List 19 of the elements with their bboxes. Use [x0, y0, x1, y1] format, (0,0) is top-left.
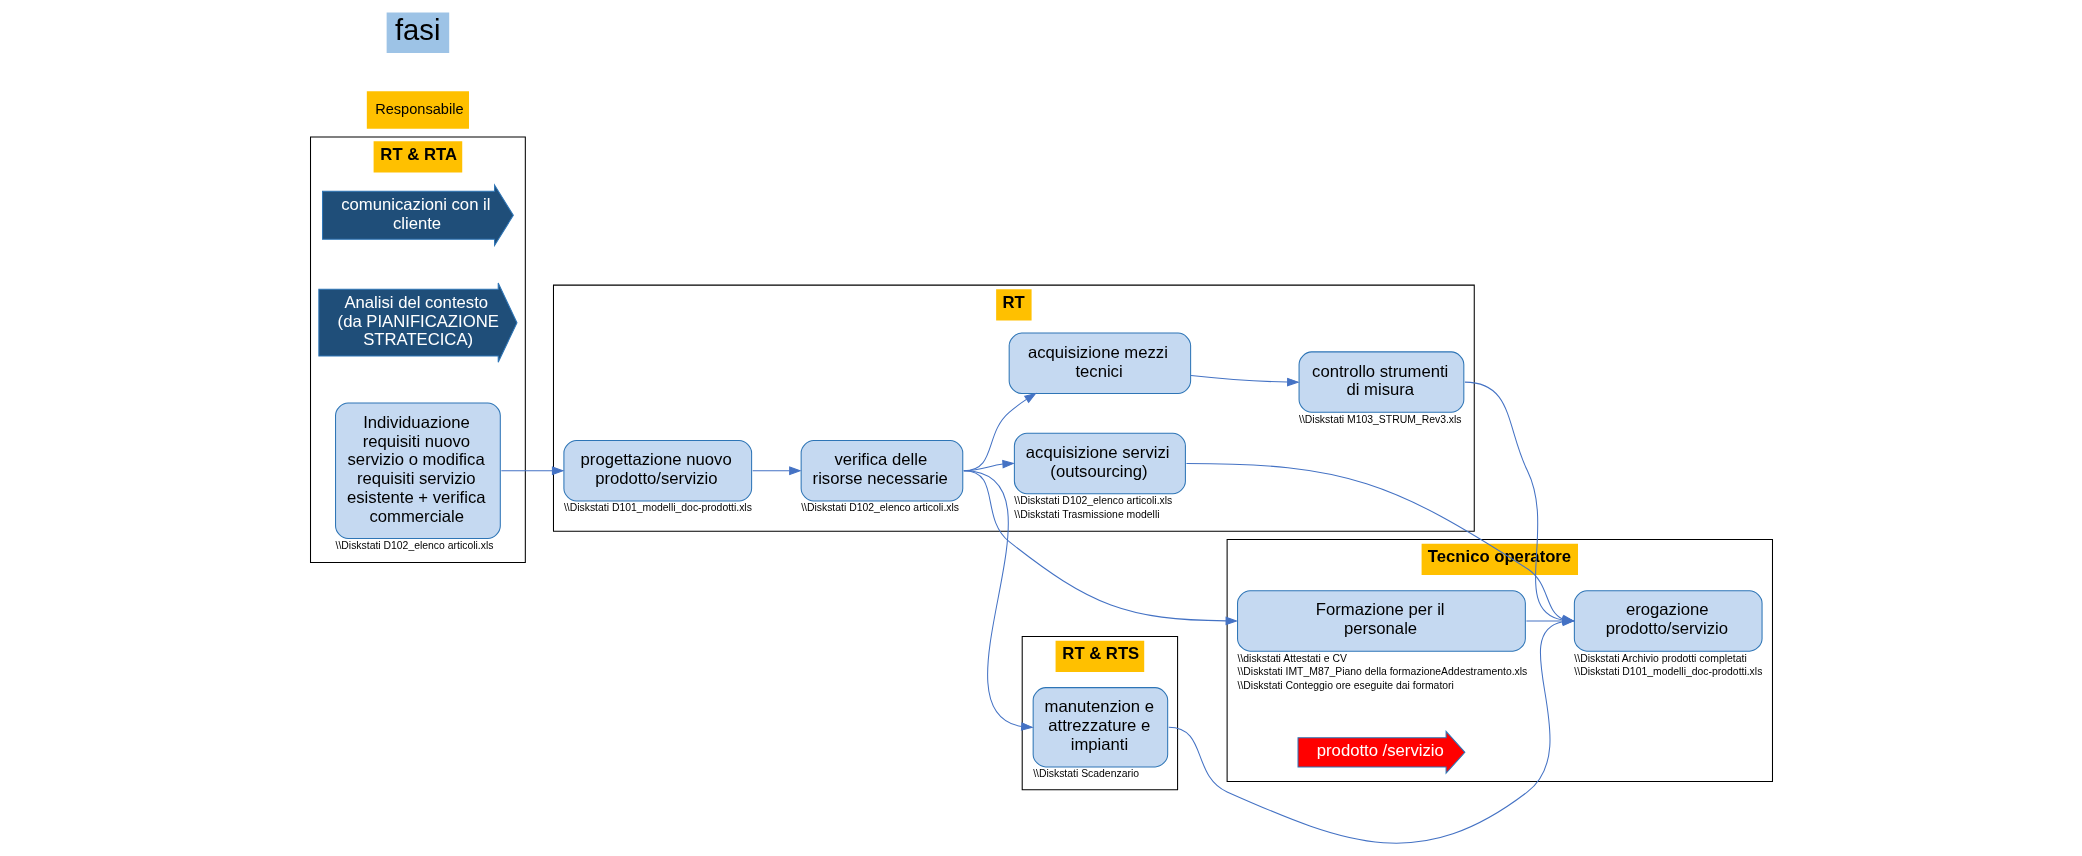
arrow	[751, 466, 802, 476]
node-label: \\Diskstati D102_elenco articoli.xls	[800, 502, 959, 514]
node-label: \\Diskstati Trasmissione modelli	[1013, 508, 1160, 520]
node-label: \\Diskstati D102_elenco articoli.xls	[1013, 495, 1172, 507]
node-label: \\Diskstati D102_elenco articoli.xls	[335, 539, 493, 551]
arrow	[962, 470, 1238, 626]
node-label: \\Diskstati Scadenzario	[1032, 768, 1139, 780]
node-label: \\Diskstati Conteggio ore eseguite dai formatori	[1237, 679, 1454, 691]
node-label: \\Diskstati IMT_M87_Piano della formazioneAddestramento.xls	[1237, 666, 1527, 678]
node-label: \\diskstati Attestati e CV	[1237, 652, 1347, 664]
arrow	[1190, 375, 1300, 387]
node-box: acquisizione mezzi tecnici	[1008, 332, 1191, 395]
node-label: \\Diskstati Archivio prodotti completati	[1573, 652, 1747, 664]
node-label: \\Diskstati D101_modelli_doc-prodotti.xls	[563, 502, 752, 514]
label: Responsabile	[374, 100, 464, 117]
node-label: \\Diskstati D101_modelli_doc-prodotti.xls	[1573, 666, 1762, 678]
label: fasi	[394, 13, 440, 46]
node-label: \\Diskstati M103_STRUM_Rev3.xls	[1298, 413, 1462, 425]
arrow	[500, 466, 564, 476]
